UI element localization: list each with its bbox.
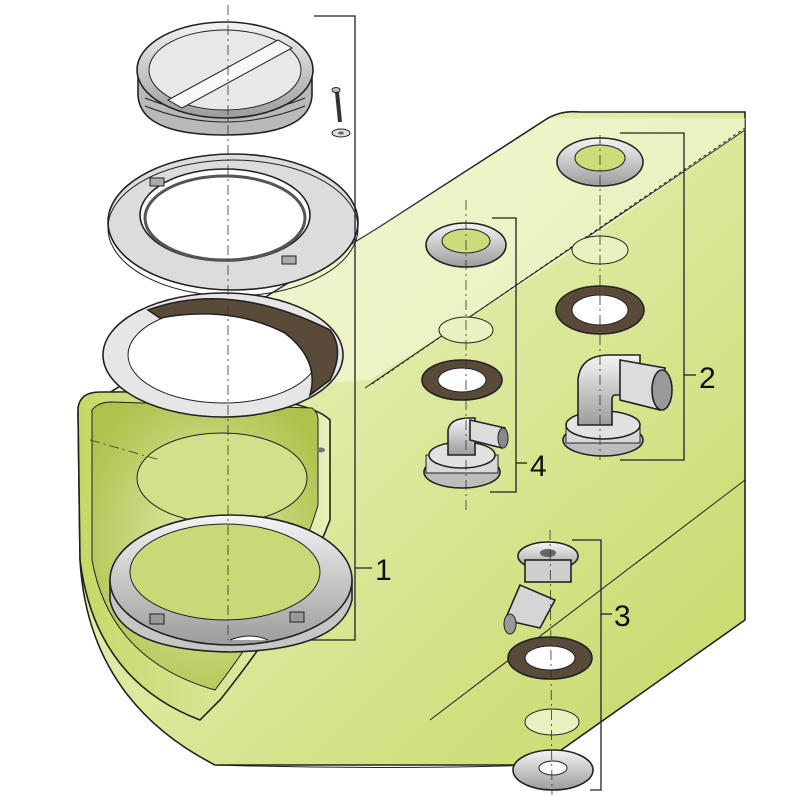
hole-3 bbox=[524, 708, 580, 736]
callout-brackets bbox=[310, 15, 696, 791]
elbow-4 bbox=[423, 417, 509, 489]
elbow-fitting-assembly bbox=[555, 137, 673, 457]
hatch-clamp-ring bbox=[109, 514, 353, 653]
callout-3: 3 bbox=[614, 600, 631, 633]
hatch-flange bbox=[107, 153, 359, 297]
nut-3 bbox=[512, 749, 594, 791]
hatch-assembly bbox=[102, 21, 359, 653]
callout-2: 2 bbox=[699, 362, 716, 395]
center-axes bbox=[89, 5, 601, 796]
hatch-cap bbox=[136, 21, 314, 136]
gasket-3 bbox=[507, 636, 593, 680]
hatch-gasket bbox=[102, 292, 344, 418]
flange-3 bbox=[503, 541, 579, 635]
callout-4: 4 bbox=[530, 450, 547, 483]
gasket-4 bbox=[421, 359, 503, 401]
screw bbox=[331, 87, 351, 138]
callout-1: 1 bbox=[375, 554, 392, 587]
elbow-2 bbox=[562, 354, 673, 457]
through-hull-assembly bbox=[503, 541, 594, 791]
